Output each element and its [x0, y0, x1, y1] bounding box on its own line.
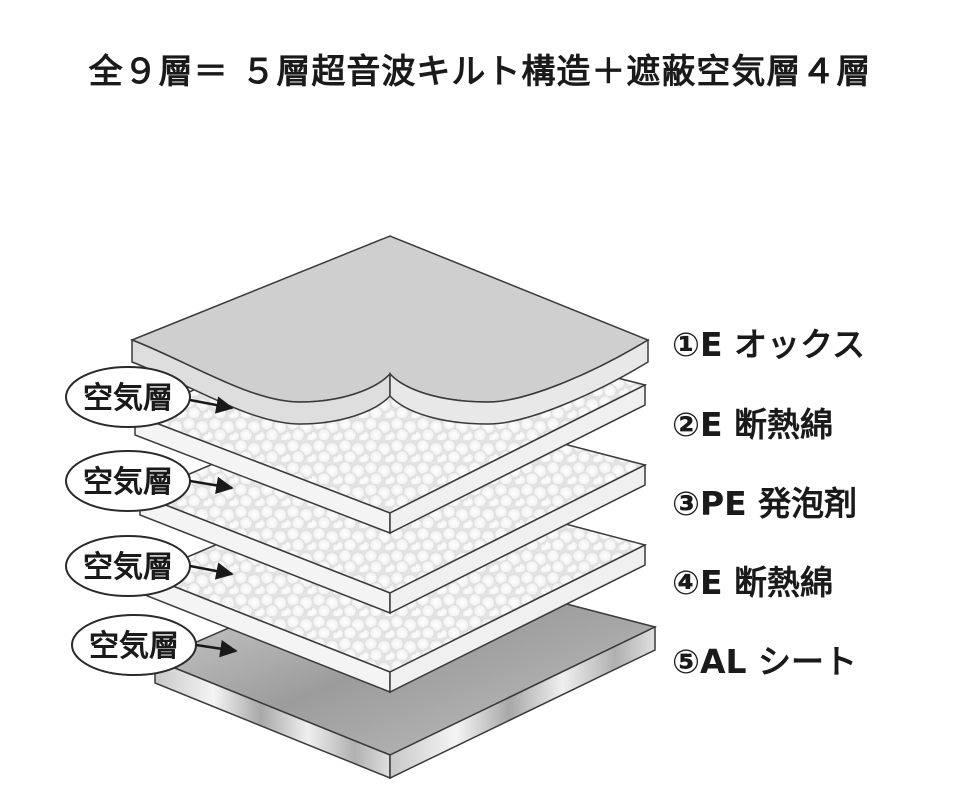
layer-1-oxford: [129, 235, 650, 425]
air-layer-label-1: 空気層: [83, 381, 173, 416]
air-layer-callout-2: 空気層: [65, 450, 234, 512]
air-layer-callout-4: 空気層: [71, 614, 238, 676]
arrow-icon: [189, 476, 234, 495]
layer-label-5: ⑤AL シート: [672, 642, 857, 681]
diagram-title: 全９層＝ ５層超音波キルト構造＋遮蔽空気層４層: [88, 52, 872, 92]
arrow-icon: [195, 640, 238, 658]
air-layer-callout-1: 空気層: [65, 366, 234, 428]
air-layer-callout-3: 空気層: [65, 535, 234, 597]
air-layer-label-3: 空気層: [83, 550, 173, 585]
air-layer-label-2: 空気層: [83, 465, 173, 500]
layer-label-1: ①E オックス: [672, 325, 865, 364]
layer-label-4: ④E 断熱綿: [672, 563, 833, 602]
air-layer-label-4: 空気層: [89, 629, 179, 664]
layer-label-2: ②E 断熱綿: [672, 405, 833, 444]
arrow-icon: [189, 396, 234, 414]
layer-label-3: ③PE 発泡剤: [672, 484, 857, 523]
arrow-icon: [189, 562, 234, 580]
